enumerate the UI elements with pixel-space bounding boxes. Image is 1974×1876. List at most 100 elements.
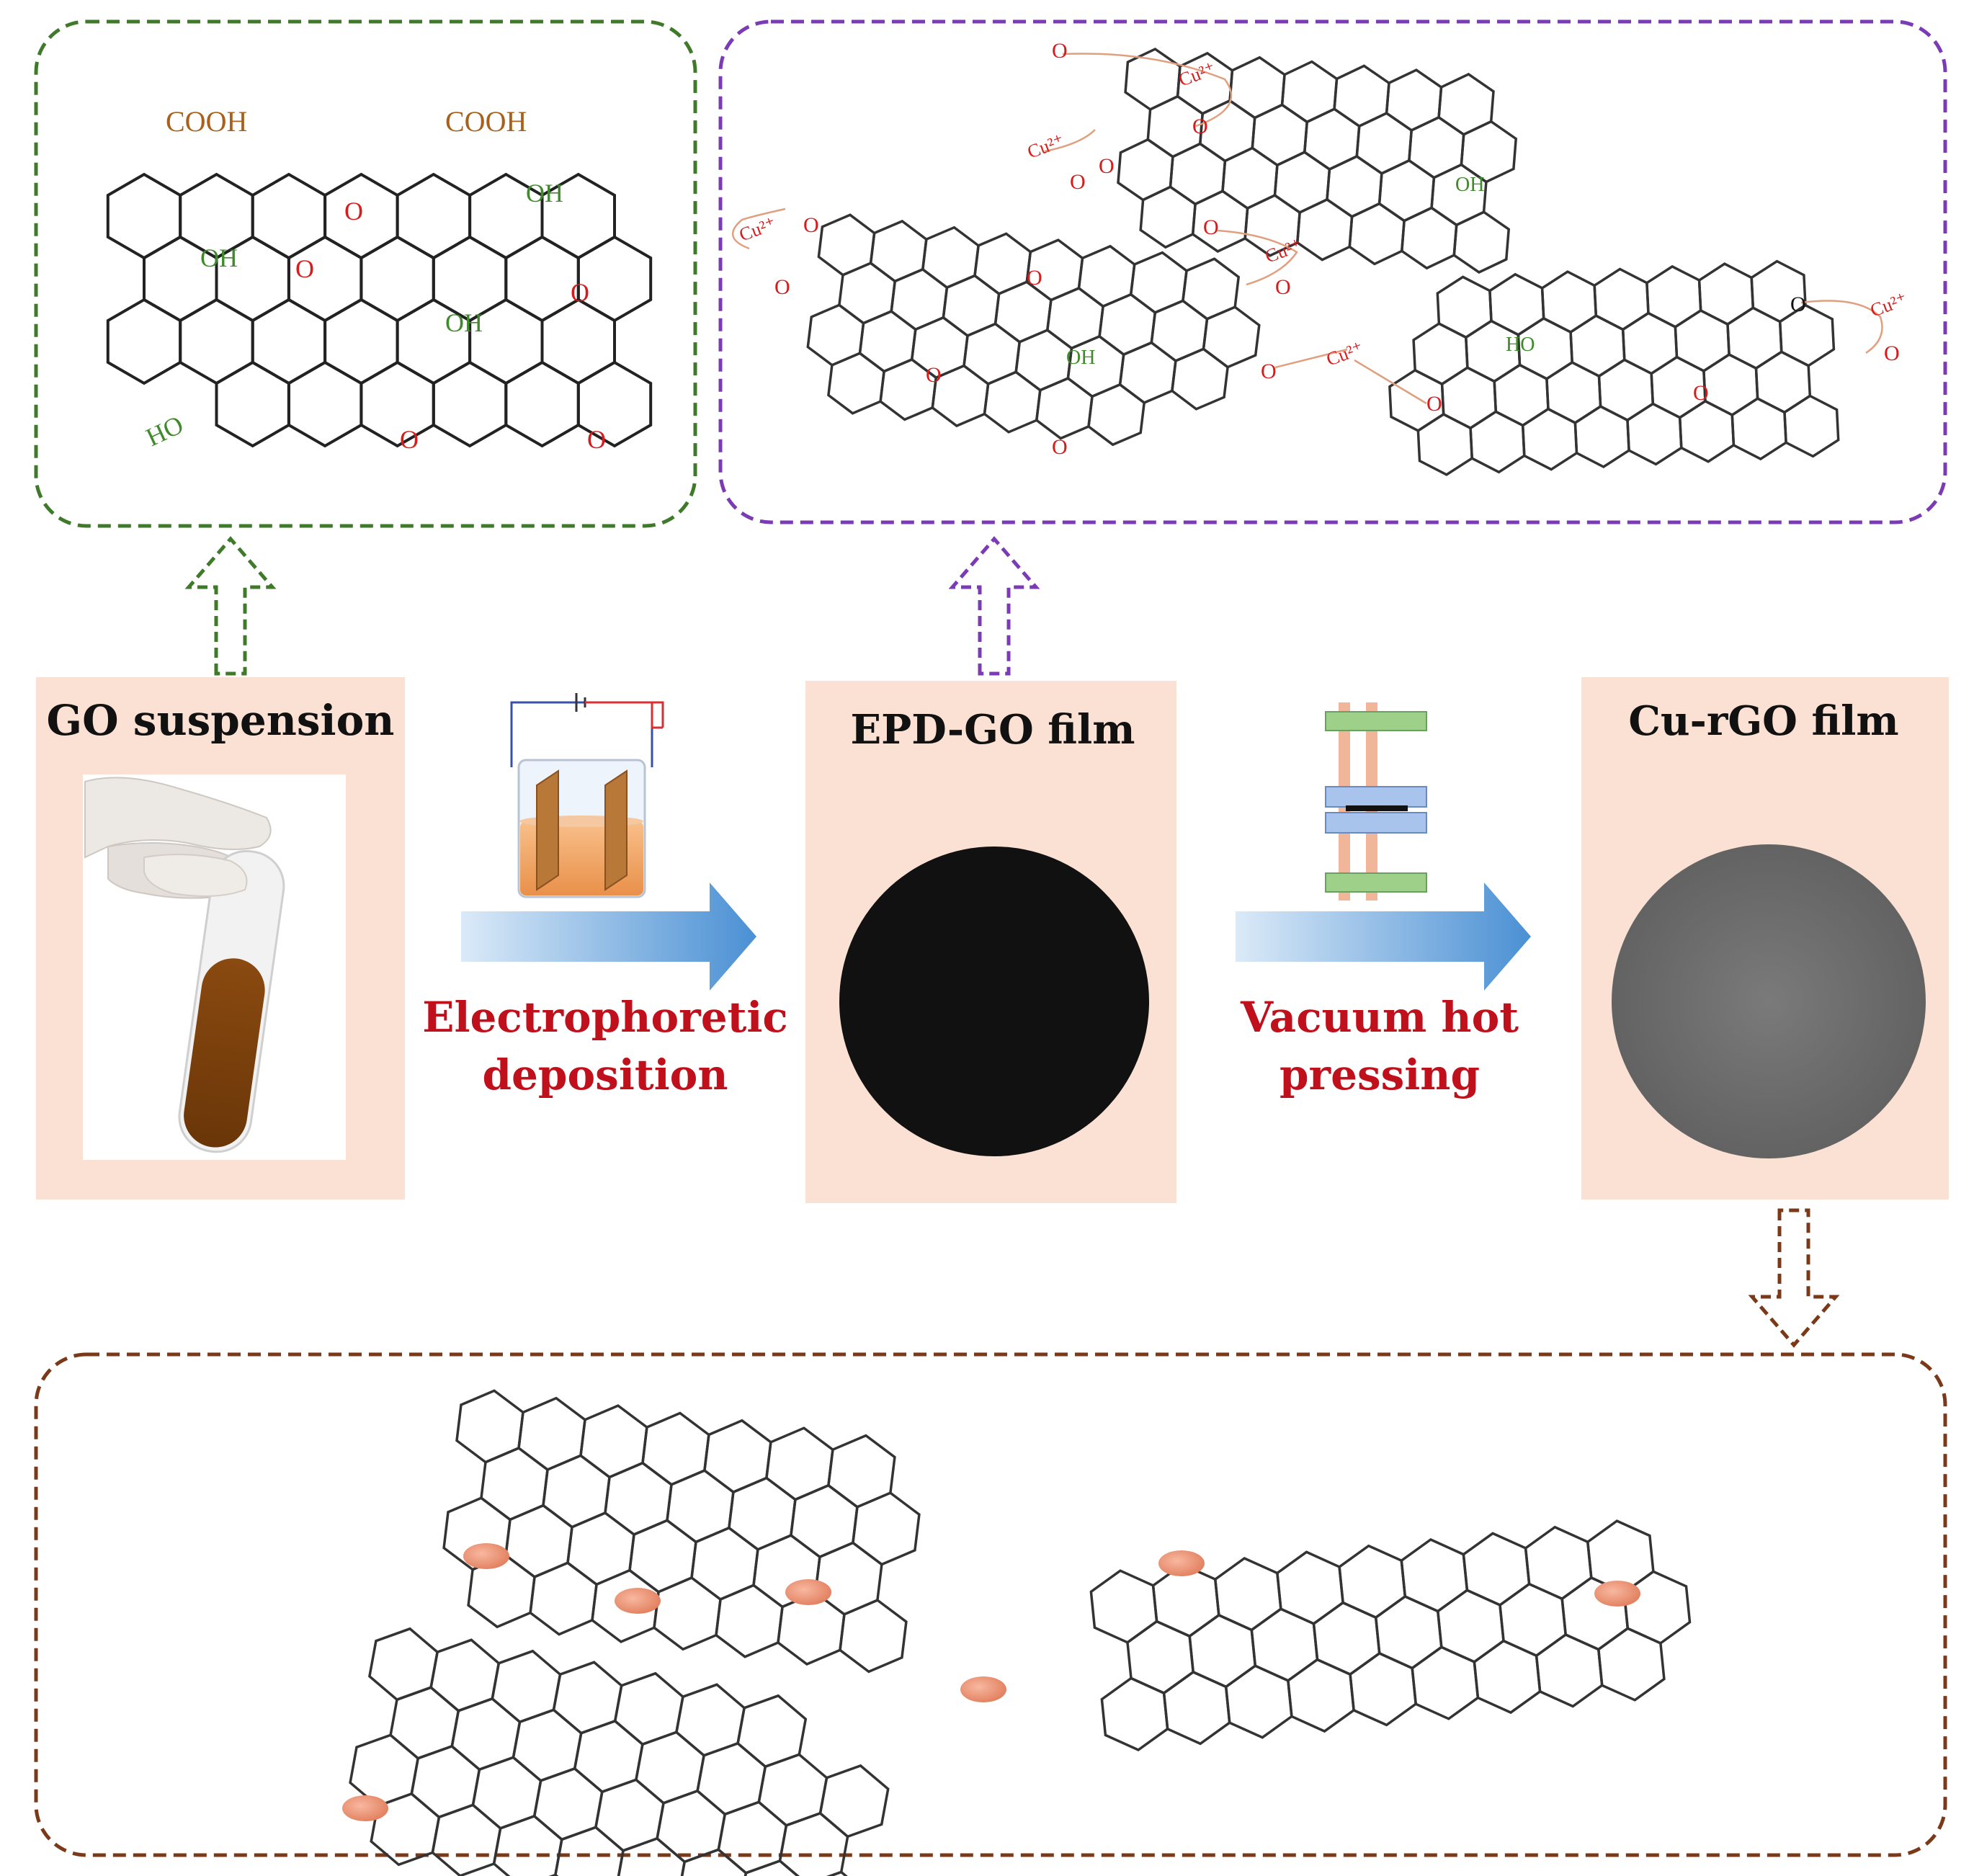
o-label: O [1203, 215, 1219, 239]
benzene-ring [1416, 412, 1473, 476]
benzene-ring [215, 360, 290, 448]
benzene-ring [323, 298, 399, 385]
benzene-ring [1087, 383, 1146, 447]
cu-particle [615, 1588, 661, 1614]
o-label: O [1192, 115, 1208, 138]
benzene-ring [106, 298, 182, 385]
benzene-ring [1452, 210, 1511, 274]
cooh-label: COOH [166, 105, 247, 138]
oh-label: OH [1455, 174, 1484, 196]
down-arrow-curgo [1748, 1208, 1840, 1348]
epd-cell-icon [510, 693, 664, 898]
go-functional-groups: COOH COOH OH OH OH HO O O O O O [141, 105, 606, 454]
benzene-ring [1469, 410, 1526, 474]
process-arrow-epd [461, 883, 756, 991]
benzene-ring [983, 370, 1042, 434]
oh-label: OH [445, 308, 483, 337]
o-label: O [295, 254, 314, 283]
epd-linkers [731, 53, 1883, 405]
benzene-ring [396, 172, 472, 260]
benzene-ring [576, 360, 653, 448]
benzene-ring [1224, 1664, 1293, 1739]
cu-particle [960, 1676, 1006, 1702]
benzene-ring [431, 1803, 502, 1876]
benzene-ring [1295, 197, 1354, 262]
benzene-ring [553, 1826, 625, 1876]
cu-rgo-film-disc [1612, 844, 1926, 1158]
cu-particle [342, 1795, 388, 1821]
benzene-ring [1521, 407, 1578, 471]
o-label: O [1052, 435, 1068, 459]
cu-label: Cu²⁺ [1867, 289, 1910, 321]
benzene-ring [1202, 305, 1261, 369]
benzene-ring [1100, 1676, 1169, 1752]
benzene-ring [529, 1561, 598, 1636]
benzene-ring [1678, 399, 1736, 463]
benzene-ring [1573, 405, 1630, 469]
rgo-lattice [349, 1389, 1692, 1876]
benzene-ring [1162, 1670, 1231, 1746]
cooh-label: COOH [445, 105, 527, 138]
benzene-ring [778, 1811, 849, 1876]
oh-label: OH [200, 244, 238, 272]
benzene-ring [251, 298, 327, 385]
o-label: O [1099, 154, 1115, 178]
o-label: O [1884, 341, 1900, 365]
epd-go-film-disc [839, 847, 1149, 1156]
o-label: O [1790, 292, 1806, 316]
benzene-ring [827, 352, 885, 415]
o-label: O [400, 425, 419, 454]
process-label-epd-line1: Electrophoretic [422, 993, 788, 1042]
benzene-ring [359, 235, 435, 323]
o-label: O [1261, 359, 1277, 383]
benzene-ring [1473, 1639, 1542, 1715]
process-label-epd-line2: deposition [482, 1050, 728, 1099]
o-label: O [774, 275, 790, 299]
o-label: O [1275, 275, 1291, 299]
benzene-ring [743, 1859, 800, 1876]
benzene-ring [1191, 189, 1249, 254]
o-label: O [926, 363, 942, 387]
cu-particle [1158, 1550, 1205, 1576]
epd-lattice [806, 48, 1840, 476]
benzene-ring [1626, 402, 1683, 466]
cu-particles [342, 1543, 1640, 1821]
benzene-ring [1089, 1569, 1158, 1644]
benzene-ring [432, 360, 508, 448]
cu-rgo-label: Cu-rGO film [1628, 697, 1898, 745]
benzene-ring [287, 360, 363, 448]
process-label-press-line1: Vacuum hot [1240, 993, 1519, 1042]
benzene-ring [839, 1599, 908, 1674]
benzene-ring [617, 1836, 687, 1876]
epd-functional-groups: O Cu²⁺ O Cu²⁺ O O Cu²⁺ O O OH O Cu²⁺ O O… [736, 39, 1910, 459]
go-structure-box [34, 19, 697, 528]
cu-particle [785, 1579, 831, 1605]
benzene-ring [1596, 1627, 1666, 1702]
benzene-ring [540, 298, 616, 385]
benzene-ring [492, 1814, 563, 1876]
benzene-ring [818, 1764, 890, 1839]
benzene-ring [1400, 206, 1458, 270]
benzene-ring [179, 298, 254, 385]
o-label: O [1027, 266, 1042, 290]
benzene-ring [1783, 394, 1840, 458]
cu-label: Cu²⁺ [736, 213, 779, 246]
cu-particle [1594, 1581, 1640, 1607]
cu-label: Cu²⁺ [1323, 338, 1366, 370]
up-arrow-epd [948, 536, 1040, 676]
benzene-ring [1460, 120, 1518, 184]
benzene-ring [106, 172, 182, 260]
o-label: O [587, 425, 606, 454]
benzene-ring [715, 1584, 784, 1658]
benzene-ring [826, 1870, 848, 1876]
benzene-ring [1730, 397, 1787, 461]
benzene-ring [1139, 185, 1197, 249]
epd-structure-box [718, 19, 1947, 524]
o-label: O [1070, 170, 1086, 194]
o-label: O [803, 213, 819, 237]
cu-label: Cu²⁺ [1176, 58, 1218, 91]
oh-label: OH [1066, 347, 1095, 369]
go-suspension-label: GO suspension [47, 696, 395, 745]
benzene-ring [1348, 202, 1406, 266]
